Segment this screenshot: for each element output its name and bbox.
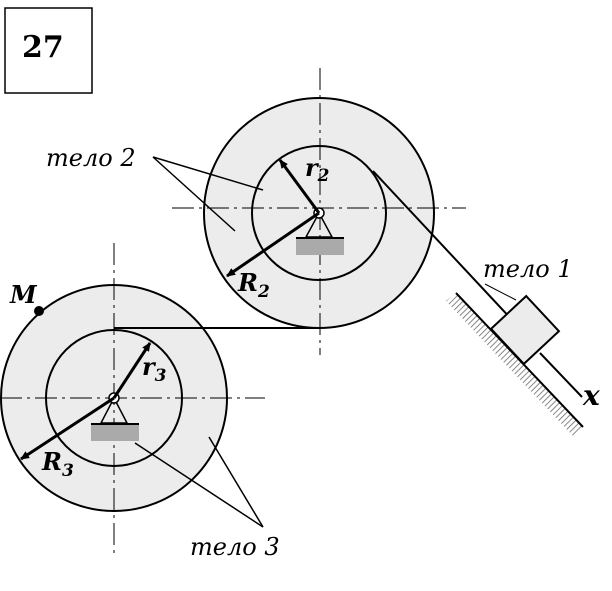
body-3-leader-2 [134, 442, 264, 528]
R2-arrow [226, 211, 320, 278]
body-1-leader [484, 283, 517, 301]
problem-number-box: 27 [4, 7, 93, 94]
rope [372, 170, 515, 323]
body-2-leader-1 [152, 156, 264, 191]
r3-arrow [112, 342, 152, 399]
x-axis-line [539, 352, 583, 398]
body-2-label: тело 2 [46, 144, 136, 172]
r2-arrow [278, 159, 321, 214]
body-3-leader-1 [208, 436, 264, 528]
R2-label: R2 [237, 268, 270, 302]
x-axis-label: x [582, 379, 600, 412]
point-M-marker [34, 306, 44, 316]
body-2-pulley [172, 68, 466, 355]
body-2-leader-2 [152, 156, 236, 232]
R3-label: R3 [41, 447, 74, 481]
problem-number: 27 [22, 30, 64, 65]
r2-label: r2 [305, 153, 330, 186]
R3-arrow [20, 396, 115, 461]
r3-label: r3 [142, 352, 167, 386]
point-M-label: M [9, 280, 38, 309]
body-1-block [489, 294, 561, 366]
body-1-label: тело 1 [483, 255, 573, 283]
body-3-label: тело 3 [190, 533, 280, 561]
body-3-pulley [0, 243, 265, 553]
